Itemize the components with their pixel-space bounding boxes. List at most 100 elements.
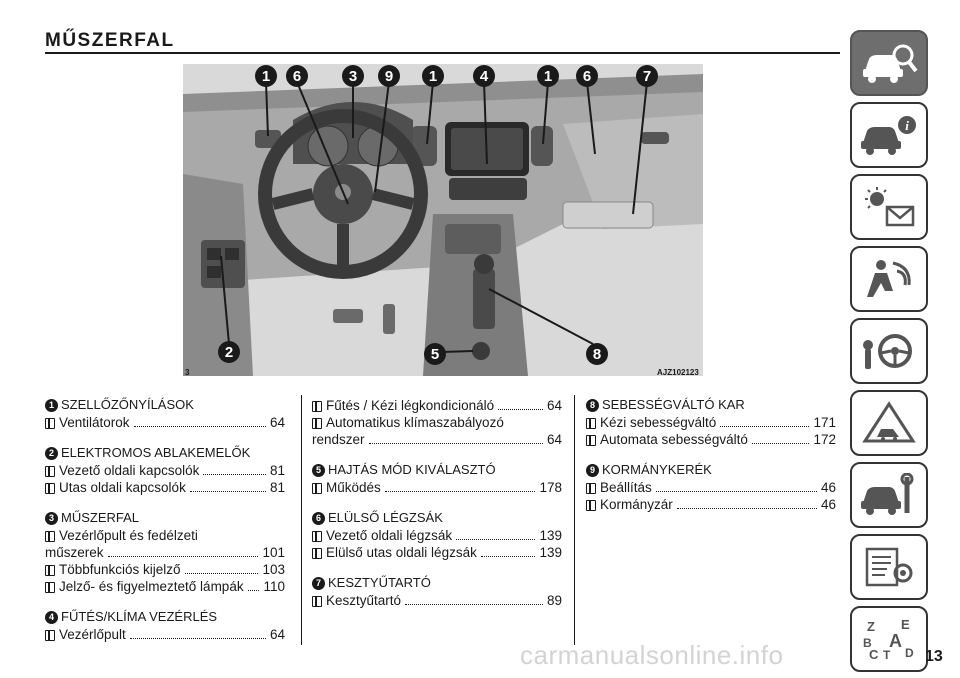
page-ref: 110 [263,579,285,594]
page-ref: 64 [546,398,562,413]
section-number-badge: 5 [312,463,325,477]
callout-label-9: 9 [385,68,393,85]
callout-label-6a: 6 [293,68,301,85]
warning-lights-envelope-icon [865,187,915,227]
callout-label-7: 7 [643,68,651,85]
book-icon [586,435,596,446]
document-gears-icon [865,547,913,587]
page-ref: 178 [539,480,562,495]
callout-label-5: 5 [431,346,439,363]
tab-index[interactable]: Z E A B C T D [850,606,928,672]
watermark: carmanualsonline.info [520,640,784,670]
section-title: MŰSZERFAL [61,510,140,525]
page-ref: 46 [820,480,836,495]
section-number-badge: 8 [586,398,599,412]
index-letter: D [905,646,914,660]
book-icon [586,500,596,511]
chapter-tabs: i [850,30,930,678]
page-title: MŰSZERFAL [45,30,175,51]
section-title: HAJTÁS MÓD KIVÁLASZTÓ [328,462,496,477]
section-number-badge: 3 [45,511,58,525]
book-icon [45,483,55,494]
title-divider [45,52,840,54]
page-ref: 101 [262,545,285,560]
callout-label-4: 4 [480,68,489,85]
warning-triangle-car-icon [862,401,916,443]
book-icon [586,418,596,429]
page-ref: 81 [269,480,285,495]
page-ref: 81 [269,463,285,478]
book-icon [312,418,322,429]
page-ref: 64 [269,415,285,430]
book-icon [312,531,322,542]
tab-airbags[interactable] [850,246,928,312]
section-number-badge: 1 [45,398,58,412]
tab-emergency[interactable] [850,390,928,456]
index-letter: B [863,636,872,650]
book-icon [45,565,55,576]
tab-getting-to-know-car[interactable] [850,30,928,96]
figure-caption-code: AJZ102123 [657,368,699,377]
page-ref: 89 [546,593,562,608]
callout-label-6b: 6 [583,68,591,85]
section-number-badge: 6 [312,511,325,525]
tab-dashboard-info[interactable]: i [850,102,928,168]
index-letter: E [901,617,910,632]
page-ref: 64 [546,432,562,447]
key-steering-wheel-icon [863,334,912,369]
book-icon [45,582,55,593]
tab-maintenance[interactable] [850,462,928,528]
page-ref: 64 [269,627,285,642]
callout-label-3: 3 [349,68,357,85]
book-icon [45,466,55,477]
tab-safety[interactable] [850,174,928,240]
car-wrench-icon [861,473,914,515]
callout-label-2: 2 [225,344,233,361]
book-icon [45,418,55,429]
tab-technical-data[interactable] [850,534,928,600]
book-icon [45,630,55,641]
section-number-badge: 4 [45,610,58,624]
index-entry[interactable]: Vezérlőpult és fedélzeti [45,527,285,544]
svg-text:i: i [905,118,909,133]
book-icon [312,548,322,559]
car-info-icon: i [861,116,916,155]
page-ref: 103 [262,562,285,577]
tab-starting-driving[interactable] [850,318,928,384]
callout-label-1a: 1 [262,68,270,85]
page-number: 13 [925,648,943,665]
section-title: ELÜLSŐ LÉGZSÁK [328,510,443,525]
book-icon [312,483,322,494]
index-letter: C [869,647,879,661]
index-letter: T [883,648,891,661]
page-ref: 139 [539,528,562,543]
dashboard-illustration: 1 6 3 9 1 4 1 6 7 2 5 8 [183,64,703,376]
index-entry[interactable]: Automatikus klímaszabályozó [312,414,562,431]
section-title: FŰTÉS/KLÍMA VEZÉRLÉS [61,609,218,624]
book-icon [312,596,322,607]
